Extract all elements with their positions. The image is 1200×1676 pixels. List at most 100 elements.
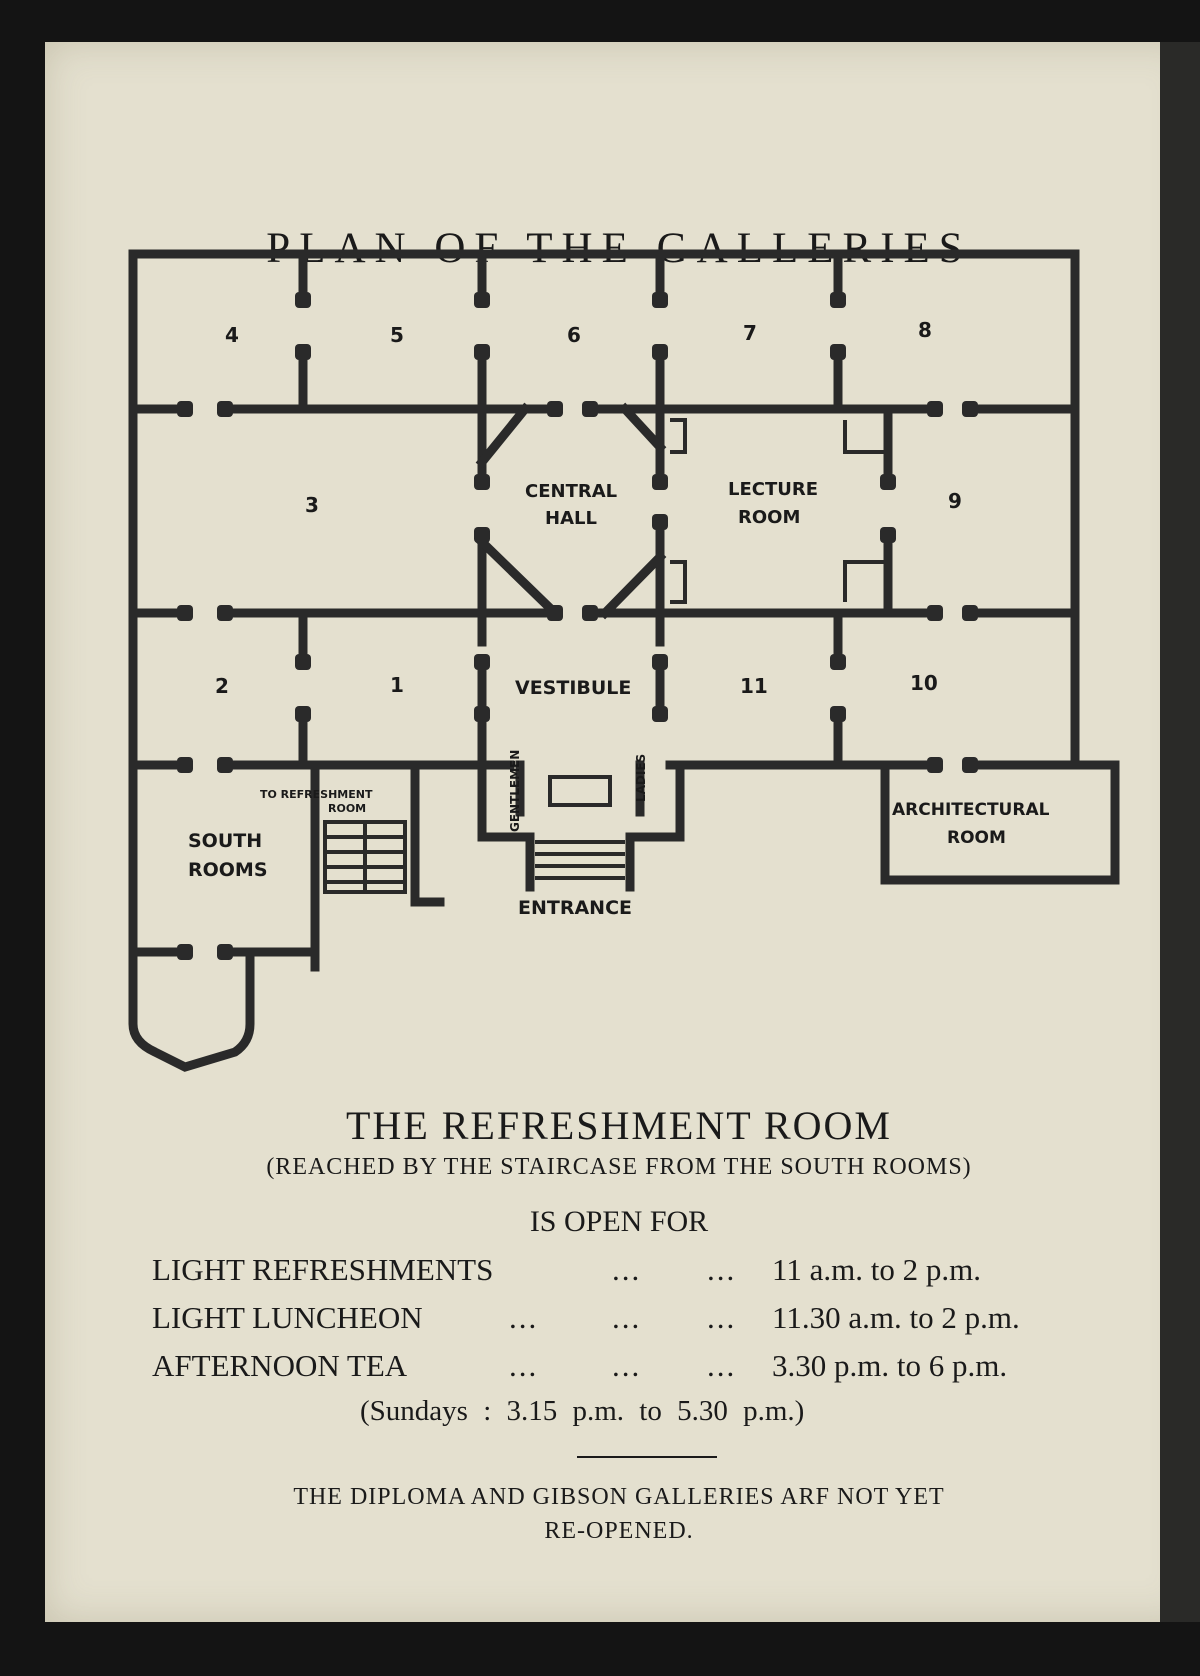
- room-number-8: 8: [918, 318, 932, 342]
- wall-pier: [295, 654, 311, 670]
- wall-pier: [652, 344, 668, 360]
- entrance-wall-west: [477, 709, 535, 892]
- wall-pier: [880, 527, 896, 543]
- room-number-9: 9: [948, 489, 962, 513]
- entrance-label: ENTRANCE: [518, 897, 632, 919]
- entrance-steps: [535, 840, 625, 880]
- wall-pier: [927, 401, 943, 417]
- leader-dots: ...: [707, 1300, 737, 1335]
- hours-row: LIGHT REFRESHMENTS ... ... 11 a.m. to 2 …: [152, 1252, 1132, 1300]
- wall-pier: [474, 292, 490, 308]
- wall-segment: [670, 418, 687, 454]
- vestibule-label: VESTIBULE: [515, 677, 631, 699]
- architectural-room-label-line1: ARCHITECTURAL: [892, 800, 1050, 820]
- room-number-2: 2: [215, 674, 229, 698]
- entrance-wall-east: [625, 760, 685, 892]
- leader-dots: ...: [509, 1300, 539, 1335]
- entrance-porch: [548, 775, 612, 807]
- wall-pier: [217, 401, 233, 417]
- wall-pier: [652, 514, 668, 530]
- sunday-hours: (Sundays : 3.15 p.m. to 5.30 p.m.): [360, 1395, 805, 1427]
- catalogue-page: PLAN OF THE GALLERIES: [45, 42, 1193, 1622]
- wall-pier: [474, 344, 490, 360]
- wall-segment: [843, 560, 888, 602]
- wall-pier: [830, 292, 846, 308]
- hours-row-label: LIGHT REFRESHMENTS: [152, 1252, 494, 1287]
- galleries-note-line1: THE DIPLOMA AND GIBSON GALLERIES ARF NOT…: [293, 1484, 945, 1510]
- wall-pier: [177, 944, 193, 960]
- wall-segment: [598, 550, 667, 620]
- wall-pier: [880, 474, 896, 490]
- wall-pier: [217, 944, 233, 960]
- wall-pier: [830, 344, 846, 360]
- room-number-10: 10: [910, 671, 938, 695]
- wall-segment: [618, 402, 667, 454]
- wall-segment: [475, 402, 532, 469]
- wall-pier: [177, 605, 193, 621]
- architectural-room-label-line2: ROOM: [947, 828, 1006, 848]
- staircase-treads: [325, 822, 405, 892]
- wall-pier: [582, 605, 598, 621]
- wall-pier: [295, 706, 311, 722]
- central-hall-label-line2: HALL: [545, 508, 597, 529]
- room-number-4: 4: [225, 323, 239, 347]
- wall-pier: [927, 757, 943, 773]
- hours-row-label: LIGHT LUNCHEON: [152, 1300, 423, 1335]
- room-number-11: 11: [740, 674, 768, 698]
- room-number-6: 6: [567, 323, 581, 347]
- wall-pier: [962, 401, 978, 417]
- ladies-label: LADIES: [634, 754, 648, 802]
- page-title: PLAN OF THE GALLERIES: [266, 225, 972, 272]
- wall-pier: [217, 757, 233, 773]
- opening-hours-list: LIGHT REFRESHMENTS ... ... 11 a.m. to 2 …: [152, 1252, 1132, 1396]
- wall-pier: [474, 527, 490, 543]
- wall-pier: [295, 344, 311, 360]
- book-spine-edge: [1160, 42, 1200, 1622]
- leader-dots: ...: [612, 1300, 642, 1335]
- architectural-room-walls: [880, 760, 1120, 885]
- hours-row: AFTERNOON TEA ... ... ... 3.30 p.m. to 6…: [152, 1348, 1132, 1396]
- wall-segment: [843, 420, 888, 454]
- galleries-note: THE DIPLOMA AND GIBSON GALLERIES ARF NOT…: [45, 1480, 1193, 1548]
- hours-row-time: 11 a.m. to 2 p.m.: [772, 1252, 981, 1287]
- wall-pier: [830, 706, 846, 722]
- lecture-room-label-line1: LECTURE: [728, 479, 818, 500]
- wall-pier: [547, 401, 563, 417]
- wall-pier: [962, 757, 978, 773]
- divider-rule: [577, 1456, 717, 1458]
- south-wing-wall: [220, 947, 320, 972]
- wall-pier: [962, 605, 978, 621]
- gentlemen-label: GENTLEMEN: [508, 750, 522, 832]
- leader-dots: ...: [509, 1348, 539, 1383]
- wall-pier: [474, 654, 490, 670]
- galleries-note-line2: RE-OPENED.: [544, 1518, 694, 1544]
- wall-pier: [652, 292, 668, 308]
- outer-wall-north-east: [128, 249, 1080, 767]
- open-for-label: IS OPEN FOR: [529, 1205, 709, 1238]
- leader-dots: ...: [612, 1252, 642, 1287]
- wall-pier: [177, 401, 193, 417]
- wall-pier: [295, 292, 311, 308]
- wall-pier: [177, 757, 193, 773]
- hours-row-time: 11.30 a.m. to 2 p.m.: [772, 1300, 1020, 1335]
- wall-pier: [652, 706, 668, 722]
- wall-pier: [652, 654, 668, 670]
- wall-pier: [652, 474, 668, 490]
- outer-wall-west: [128, 249, 255, 1072]
- to-refreshment-label-line1: TO REFRESHMENT: [260, 788, 373, 801]
- room-number-7: 7: [743, 321, 757, 345]
- gallery-floor-plan: 4 5 6 7 8 3 9 2 1 11 10 CENTRAL HALL LEC…: [128, 249, 1120, 1072]
- wall-segment: [670, 560, 687, 604]
- hours-row-label: AFTERNOON TEA: [152, 1348, 408, 1383]
- leader-dots: ...: [707, 1252, 737, 1287]
- wall-pier: [582, 401, 598, 417]
- wall-pier: [830, 654, 846, 670]
- room-number-3: 3: [305, 493, 319, 517]
- lecture-room-label-line2: ROOM: [738, 507, 800, 528]
- wall-pier: [547, 605, 563, 621]
- wall-pier: [217, 605, 233, 621]
- hours-row: LIGHT LUNCHEON ... ... ... 11.30 a.m. to…: [152, 1300, 1132, 1348]
- refreshment-heading: THE REFRESHMENT ROOM: [346, 1103, 892, 1148]
- room-number-1: 1: [390, 673, 404, 697]
- wall-pier: [474, 474, 490, 490]
